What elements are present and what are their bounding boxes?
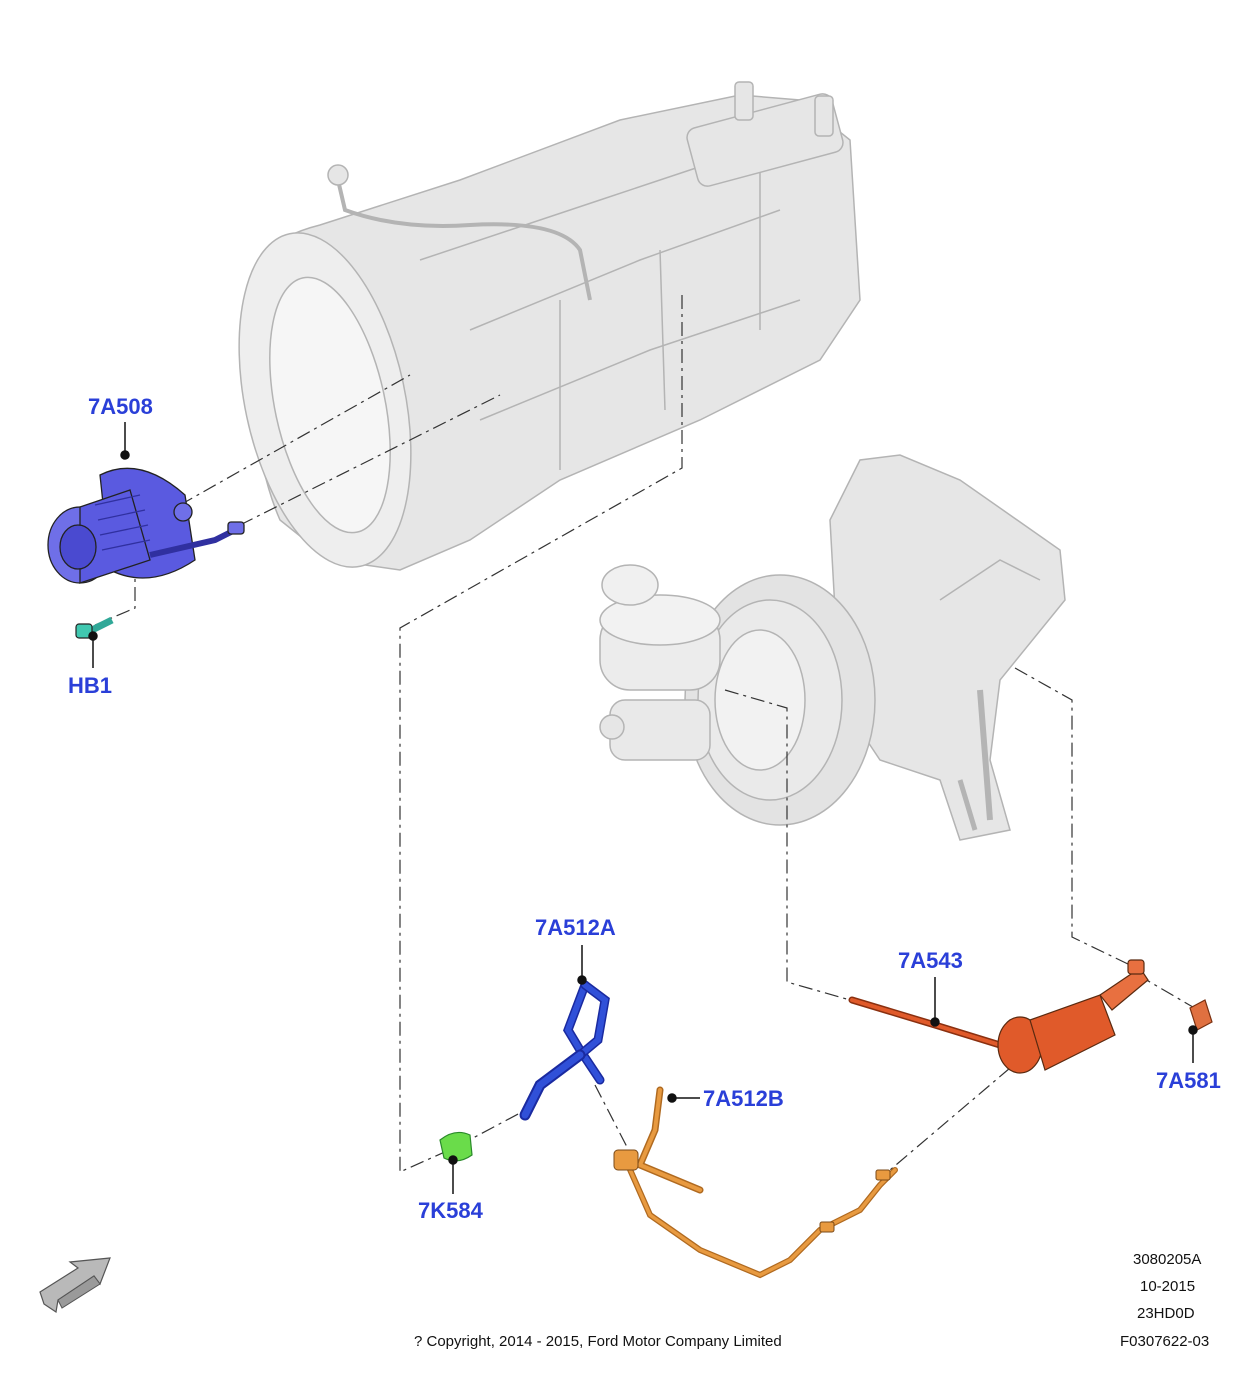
callout-7A543: 7A543 <box>898 948 963 973</box>
hydraulic-hose-a-part <box>519 980 610 1121</box>
clutch-master-cylinder-part <box>848 959 1149 1074</box>
callout-7A512A: 7A512A <box>535 915 616 940</box>
callout-7K584: 7K584 <box>418 1198 483 1223</box>
retaining-clip-part <box>1189 999 1213 1031</box>
direction-arrow-icon <box>39 1257 111 1314</box>
callout-7A581: 7A581 <box>1156 1068 1221 1093</box>
copyright-notice: ? Copyright, 2014 - 2015, Ford Motor Com… <box>414 1333 782 1350</box>
callout-7A508: 7A508 <box>88 394 153 419</box>
illustration-date: 10-2015 <box>1140 1278 1196 1295</box>
callout-HB1: HB1 <box>68 673 113 698</box>
bolt-part <box>75 616 114 639</box>
callout-7A512B: 7A512B <box>703 1086 784 1111</box>
transmission-case-ghost <box>238 81 861 571</box>
reference-number: F0307622-03 <box>1120 1333 1210 1350</box>
pedal-box-ghost <box>599 454 1066 841</box>
hydraulic-hose-b-part <box>613 1086 898 1279</box>
model-code: 23HD0D <box>1137 1305 1195 1322</box>
illustration-number: 3080205A <box>1133 1251 1202 1268</box>
concentric-slave-cylinder-part <box>47 467 245 584</box>
callout-leaders <box>88 422 1198 1194</box>
